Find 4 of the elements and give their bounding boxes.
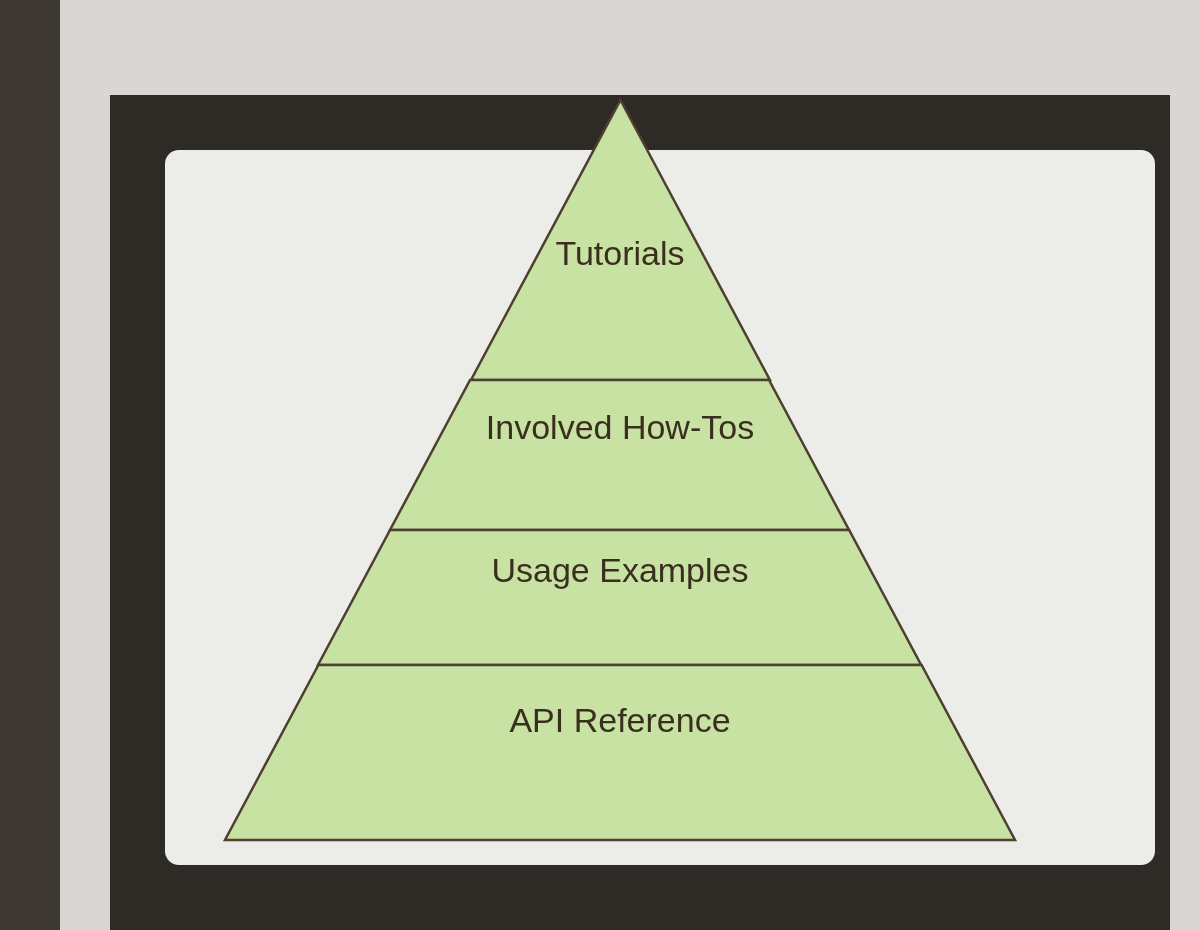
layer-label: Usage Examples — [491, 550, 749, 590]
layer-label: Tutorials — [555, 234, 685, 273]
layer-label: Involved How-Tos — [485, 408, 755, 447]
layer-label: API Reference — [509, 701, 731, 740]
